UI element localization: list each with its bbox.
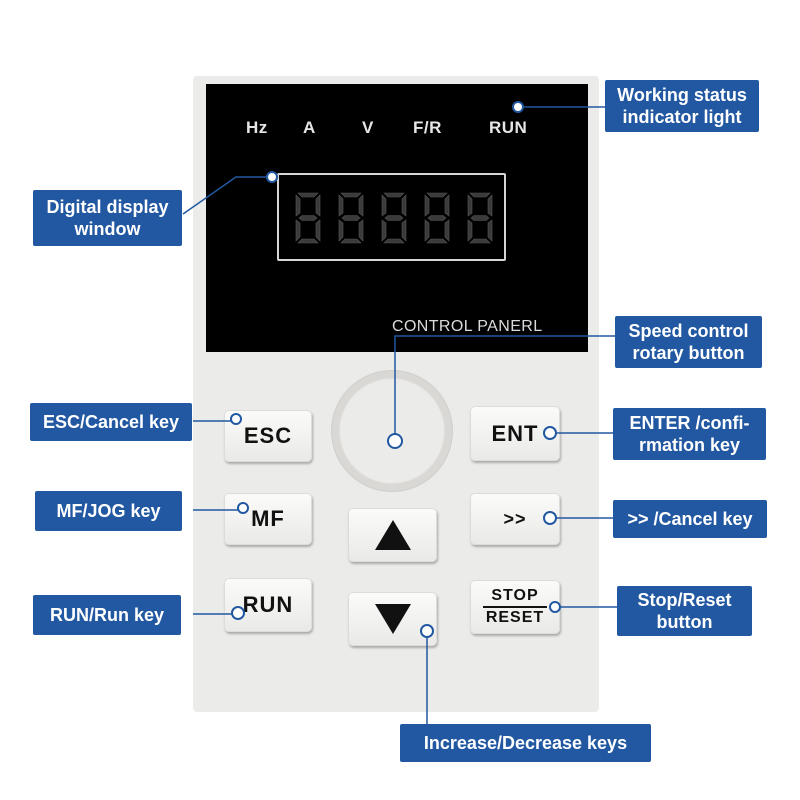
segment-b xyxy=(358,194,364,217)
segment-a xyxy=(469,192,491,198)
callout-line: button xyxy=(656,612,713,632)
segment-b xyxy=(444,194,450,217)
segment-a xyxy=(340,192,362,198)
digital-display-window xyxy=(277,173,506,261)
segment-d xyxy=(426,238,448,244)
callout-esc-cancel: ESC/Cancel key xyxy=(30,403,192,441)
seven-segment-digit xyxy=(295,192,321,244)
indicator-v: V xyxy=(362,118,374,137)
segment-e xyxy=(424,219,430,242)
seven-segment-digit xyxy=(467,192,493,244)
segment-f xyxy=(295,194,301,217)
callout-line: Stop/Reset xyxy=(637,590,732,610)
segment-f xyxy=(338,194,344,217)
speed-control-knob[interactable] xyxy=(332,371,452,491)
callout-run-key: RUN/Run key xyxy=(33,595,181,635)
reset-label: RESET xyxy=(485,609,545,626)
indicator-fr: F/R xyxy=(413,118,442,137)
segment-a xyxy=(426,192,448,198)
segment-c xyxy=(358,219,364,242)
callout-line: window xyxy=(74,219,141,239)
stop-label: STOP xyxy=(491,587,539,604)
segment-c xyxy=(315,219,321,242)
stop-reset-divider xyxy=(483,606,547,608)
callout-enter-confirm: ENTER /confi-rmation key xyxy=(613,408,766,460)
callout-line: Working status xyxy=(617,85,747,105)
segment-a xyxy=(383,192,405,198)
segment-f xyxy=(424,194,430,217)
callout-increase-decrease: Increase/Decrease keys xyxy=(400,724,651,762)
segment-d xyxy=(340,238,362,244)
mf-button[interactable]: MF xyxy=(224,493,312,545)
segment-g xyxy=(427,215,447,221)
increase-button[interactable] xyxy=(348,508,437,562)
indicator-run: RUN xyxy=(489,118,528,137)
segment-e xyxy=(295,219,301,242)
segment-d xyxy=(469,238,491,244)
callout-shift-cancel: >> /Cancel key xyxy=(613,500,767,538)
callout-line: Digital display xyxy=(46,197,169,217)
indicator-a: A xyxy=(303,118,316,137)
seven-segment-digit xyxy=(381,192,407,244)
segment-f xyxy=(381,194,387,217)
segment-d xyxy=(383,238,405,244)
up-triangle-icon xyxy=(374,520,411,550)
callout-mf-jog: MF/JOG key xyxy=(35,491,182,531)
segment-g xyxy=(298,215,318,221)
indicator-hz: Hz xyxy=(246,118,268,137)
seven-segment-digit xyxy=(338,192,364,244)
segment-e xyxy=(467,219,473,242)
seven-segment-digit xyxy=(424,192,450,244)
callout-line: rmation key xyxy=(638,435,741,455)
callout-line: indicator light xyxy=(622,107,742,127)
segment-e xyxy=(338,219,344,242)
callout-line: rotary button xyxy=(632,343,745,363)
callout-line: RUN/Run key xyxy=(49,605,165,625)
segment-a xyxy=(297,192,319,198)
callout-line: ENTER /confi- xyxy=(629,413,750,433)
decrease-button[interactable] xyxy=(348,592,437,646)
run-button[interactable]: RUN xyxy=(224,578,312,632)
segment-g xyxy=(341,215,361,221)
callout-line: >> /Cancel key xyxy=(627,509,753,529)
callout-line: Speed control xyxy=(628,321,749,341)
segment-g xyxy=(470,215,490,221)
segment-d xyxy=(297,238,319,244)
callout-line: Increase/Decrease keys xyxy=(423,733,628,753)
segment-b xyxy=(401,194,407,217)
stop-reset-button[interactable]: STOP RESET xyxy=(470,580,560,634)
control-panel-label: CONTROL PANERL xyxy=(392,318,543,335)
segment-c xyxy=(444,219,450,242)
segment-b xyxy=(315,194,321,217)
callout-line: ESC/Cancel key xyxy=(42,412,180,432)
segment-c xyxy=(401,219,407,242)
segment-c xyxy=(487,219,493,242)
callout-line: MF/JOG key xyxy=(56,501,161,521)
segment-g xyxy=(384,215,404,221)
segment-e xyxy=(381,219,387,242)
down-triangle-icon xyxy=(374,604,411,634)
segment-b xyxy=(487,194,493,217)
segment-f xyxy=(467,194,473,217)
